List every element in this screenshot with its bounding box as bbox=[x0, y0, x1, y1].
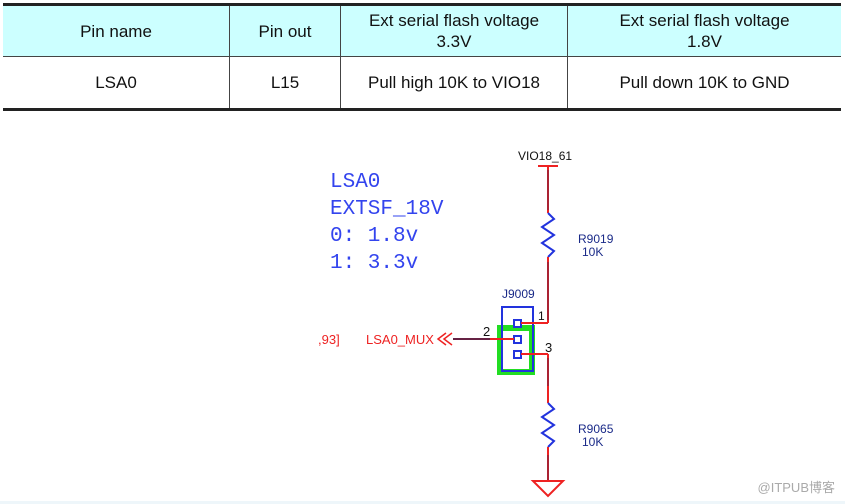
cell-1v8: Pull down 10K to GND bbox=[567, 56, 841, 110]
header-pin-out: Pin out bbox=[229, 4, 341, 57]
power-net-label: VIO18_61 bbox=[518, 149, 572, 163]
header-pin-name: Pin name bbox=[3, 4, 230, 57]
pin-config-table: Pin name Pin out Ext serial flash voltag… bbox=[3, 3, 841, 111]
jumper-pin-1 bbox=[513, 319, 522, 328]
cell-pin-out: L15 bbox=[229, 56, 341, 110]
r9065-value: 10K bbox=[582, 435, 603, 449]
note-line-1: LSA0 bbox=[330, 171, 380, 194]
table-row: LSA0 L15 Pull high 10K to VIO18 Pull dow… bbox=[3, 56, 841, 110]
note-line-4: 1: 3.3v bbox=[330, 252, 418, 275]
header-3v3: Ext serial flash voltage 3.3V bbox=[340, 4, 568, 57]
note-line-3: 0: 1.8v bbox=[330, 225, 418, 248]
note-line-2: EXTSF_18V bbox=[330, 198, 444, 221]
resistor-r9019 bbox=[540, 212, 556, 258]
header-1v8-line1: Ext serial flash voltage bbox=[619, 11, 790, 30]
header-1v8: Ext serial flash voltage 1.8V bbox=[567, 4, 841, 57]
pin-1-label: 1 bbox=[538, 309, 545, 323]
pin-2-label: 2 bbox=[483, 324, 490, 339]
r9019-ref: R9019 bbox=[578, 232, 614, 246]
ground-icon bbox=[530, 480, 566, 498]
jumper-ref: J9009 bbox=[502, 287, 535, 301]
resistor-r9065 bbox=[540, 402, 556, 448]
pin-3-label: 3 bbox=[545, 340, 552, 355]
r9019-value: 10K bbox=[582, 245, 603, 259]
watermark: @ITPUB博客 bbox=[757, 480, 835, 495]
offpage-arrow-1 bbox=[442, 332, 453, 346]
r9065-ref: R9065 bbox=[578, 422, 614, 436]
signal-net-label: LSA0_MUX bbox=[366, 332, 434, 347]
jumper-pin-2 bbox=[513, 335, 522, 344]
jumper-pin-3 bbox=[513, 350, 522, 359]
offpage-arrow-2 bbox=[436, 332, 447, 346]
cell-pin-name: LSA0 bbox=[3, 56, 230, 110]
header-3v3-line2: 3.3V bbox=[436, 32, 472, 51]
cell-3v3: Pull high 10K to VIO18 bbox=[340, 56, 568, 110]
bottom-strip bbox=[0, 501, 845, 504]
header-1v8-line2: 1.8V bbox=[687, 32, 722, 51]
offpage-ref: ,93] bbox=[318, 332, 340, 347]
header-3v3-line1: Ext serial flash voltage bbox=[368, 11, 540, 30]
table-header-row: Pin name Pin out Ext serial flash voltag… bbox=[3, 4, 841, 57]
